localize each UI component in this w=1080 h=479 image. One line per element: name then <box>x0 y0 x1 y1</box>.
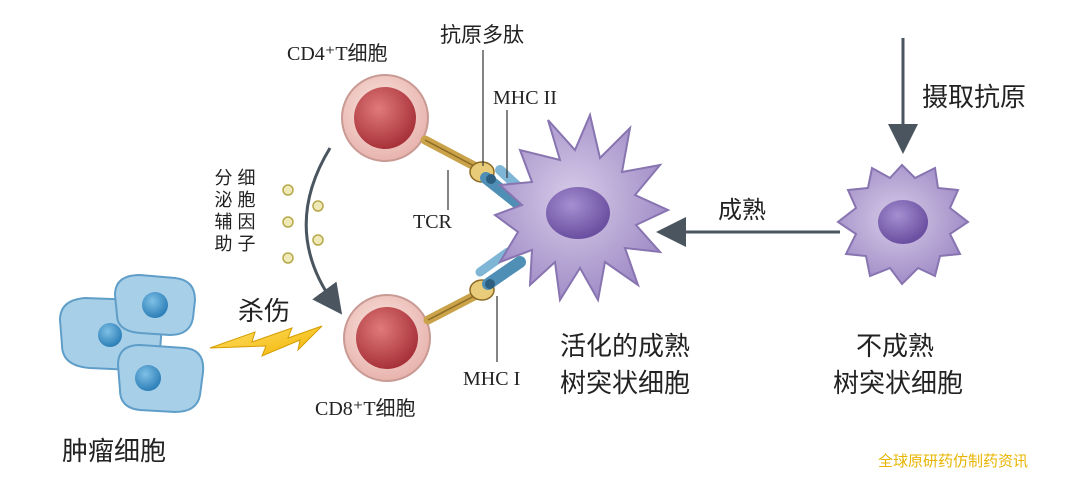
cytokine-dots <box>282 184 324 264</box>
cd4-t-cell <box>341 74 429 162</box>
mature-dc-label-line1: 活化的成熟 <box>560 332 690 362</box>
immature-dc-label-line1: 不成熟 <box>856 332 934 362</box>
mhc1-label: MHC I <box>463 368 520 390</box>
immature-dc-label-line2: 树突状细胞 <box>833 369 963 399</box>
maturation-label: 成熟 <box>718 196 766 224</box>
mature-dendritic-cell <box>492 111 671 303</box>
leader-lines <box>447 50 508 362</box>
kill-lightning-icon <box>209 325 323 357</box>
watermark: 全球原研药仿制药资讯 <box>878 452 1028 470</box>
mature-dc-label-line2: 树突状细胞 <box>560 369 690 399</box>
antigen-peptide-label: 抗原多肽 <box>440 23 524 47</box>
uptake-antigen-label: 摄取抗原 <box>922 83 1026 113</box>
tcr-label: TCR <box>413 211 453 233</box>
cd4-cell-label: CD4⁺T细胞 <box>287 42 388 65</box>
tumor-cells <box>58 273 205 414</box>
help-arrow <box>304 147 343 315</box>
cd8-cell-label: CD8⁺T细胞 <box>315 397 416 420</box>
tumor-cell-label: 肿瘤细胞 <box>62 437 166 467</box>
cd8-t-cell <box>343 294 431 382</box>
immature-dendritic-cell <box>836 163 970 286</box>
mhc2-label: MHC II <box>493 87 557 109</box>
cytokine-label-col1: 细胞因子 <box>235 168 256 256</box>
cytokine-label-col2: 分泌辅助 <box>212 168 233 256</box>
kill-label: 杀伤 <box>238 297 290 327</box>
